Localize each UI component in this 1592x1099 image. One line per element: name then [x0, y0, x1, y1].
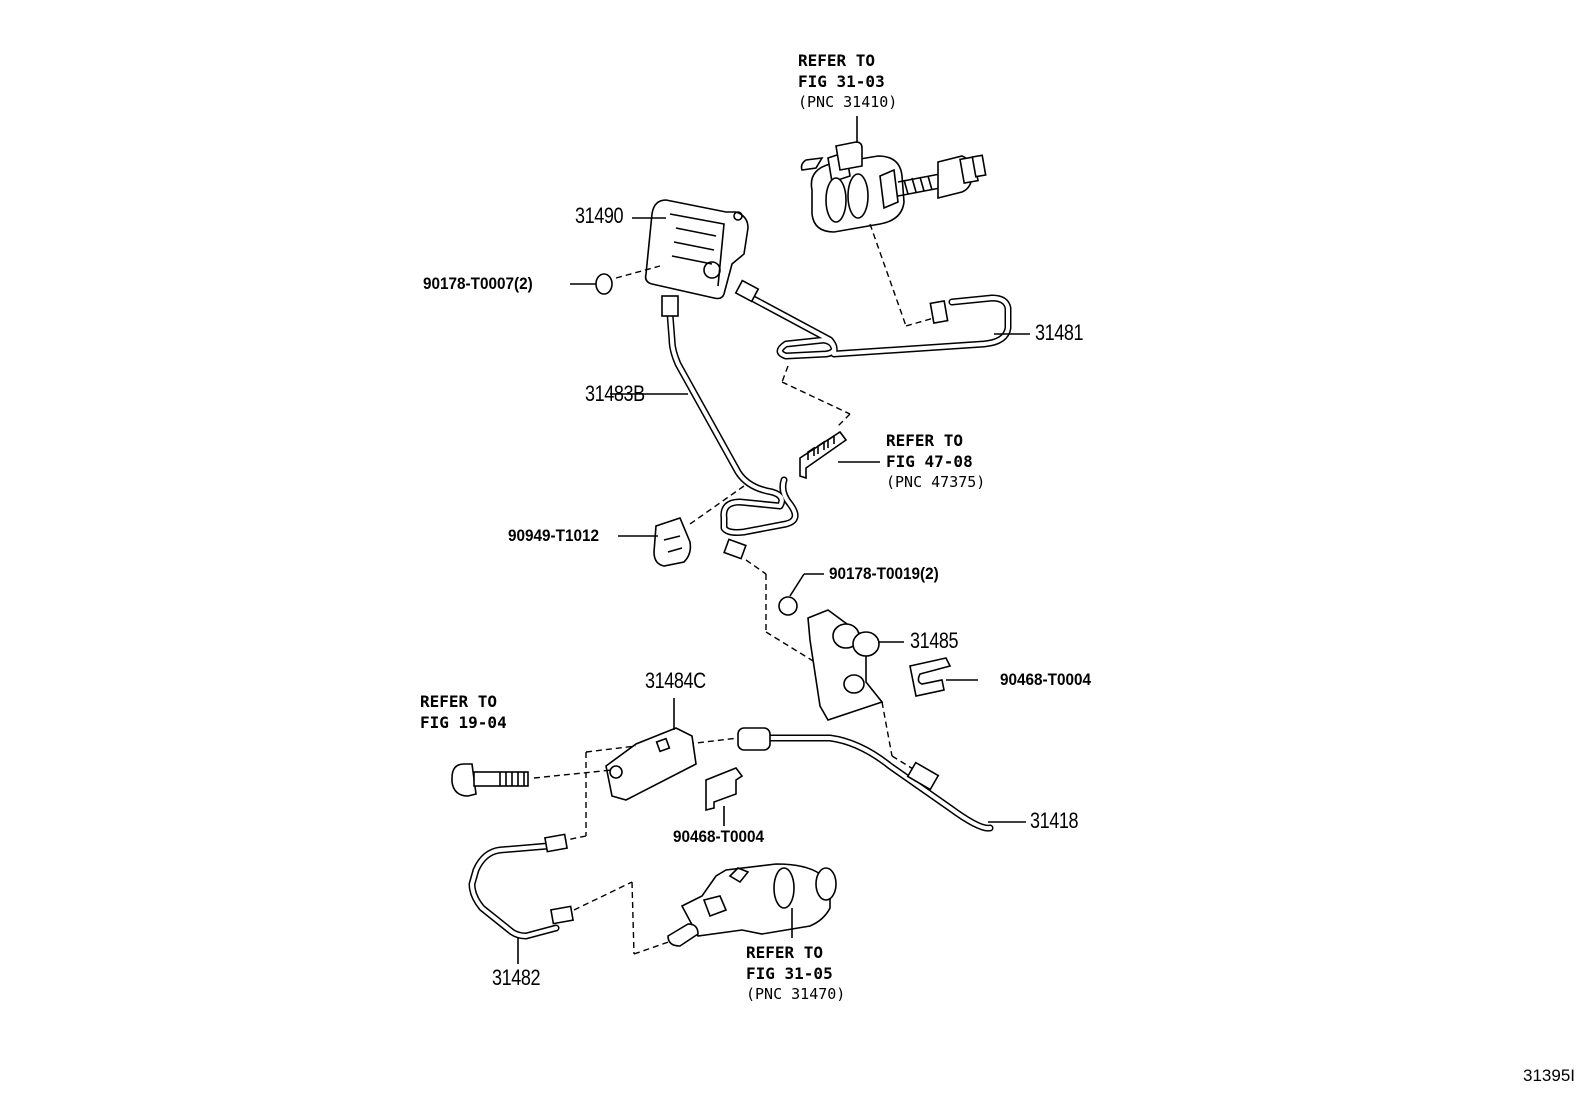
label-90178-t0007: 90178-T0007(2) — [423, 274, 533, 293]
ref-note-pnc: (PNC 47375) — [886, 473, 986, 491]
ref-note-line: REFER TO — [746, 943, 824, 962]
ref-note-fig-31-05: REFER TO FIG 31-05 (PNC 31470) — [746, 942, 845, 1005]
label-31481: 31481 — [1035, 320, 1084, 345]
ref-note-line: REFER TO — [798, 51, 876, 70]
pipe-31482-illustration — [468, 833, 681, 964]
label-31484c: 31484C — [645, 668, 706, 693]
clip-lower-illustration — [705, 767, 744, 826]
ref-note-line: REFER TO — [886, 431, 964, 450]
label-31418: 31418 — [1030, 808, 1079, 833]
bracket-31484c-illustration — [533, 698, 697, 841]
ref-note-line: REFER TO — [420, 692, 498, 711]
ref-note-fig-19-04: REFER TO FIG 19-04 — [420, 691, 507, 733]
pipe-31483b-illustration — [610, 295, 819, 665]
label-31483b: 31483B — [585, 381, 645, 406]
label-90178-t0019: 90178-T0019(2) — [829, 564, 939, 583]
ref-note-line: FIG 47-08 — [886, 452, 973, 471]
ref-note-pnc: (PNC 31410) — [798, 93, 898, 111]
reservoir-illustration — [570, 199, 749, 300]
label-31490: 31490 — [575, 203, 624, 228]
ref-note-pnc: (PNC 31470) — [746, 985, 846, 1003]
pipe-31481-illustration — [734, 279, 1030, 429]
ref-note-line: FIG 19-04 — [420, 713, 507, 732]
label-90468-t0004-lower: 90468-T0004 — [673, 827, 765, 846]
pipe-clamp-illustration — [799, 430, 880, 480]
master-cylinder-illustration — [800, 116, 987, 327]
label-90949-t1012: 90949-T1012 — [508, 526, 600, 545]
ref-note-fig-31-03: REFER TO FIG 31-03 (PNC 31410) — [798, 50, 897, 113]
diagram-id: 31395I — [1523, 1066, 1575, 1085]
hose-31418-illustration — [687, 727, 1026, 832]
release-cylinder-illustration — [667, 863, 837, 947]
ref-note-line: FIG 31-05 — [746, 964, 833, 983]
label-31482: 31482 — [492, 965, 541, 990]
bolt-illustration — [451, 763, 529, 797]
label-31485: 31485 — [910, 628, 959, 653]
grommet-illustration — [618, 517, 692, 567]
bracket-31485-illustration — [778, 573, 978, 773]
label-90468-t0004-right: 90468-T0004 — [1000, 670, 1092, 689]
ref-note-line: FIG 31-03 — [798, 72, 885, 91]
ref-note-fig-47-08: REFER TO FIG 47-08 (PNC 47375) — [886, 430, 985, 493]
